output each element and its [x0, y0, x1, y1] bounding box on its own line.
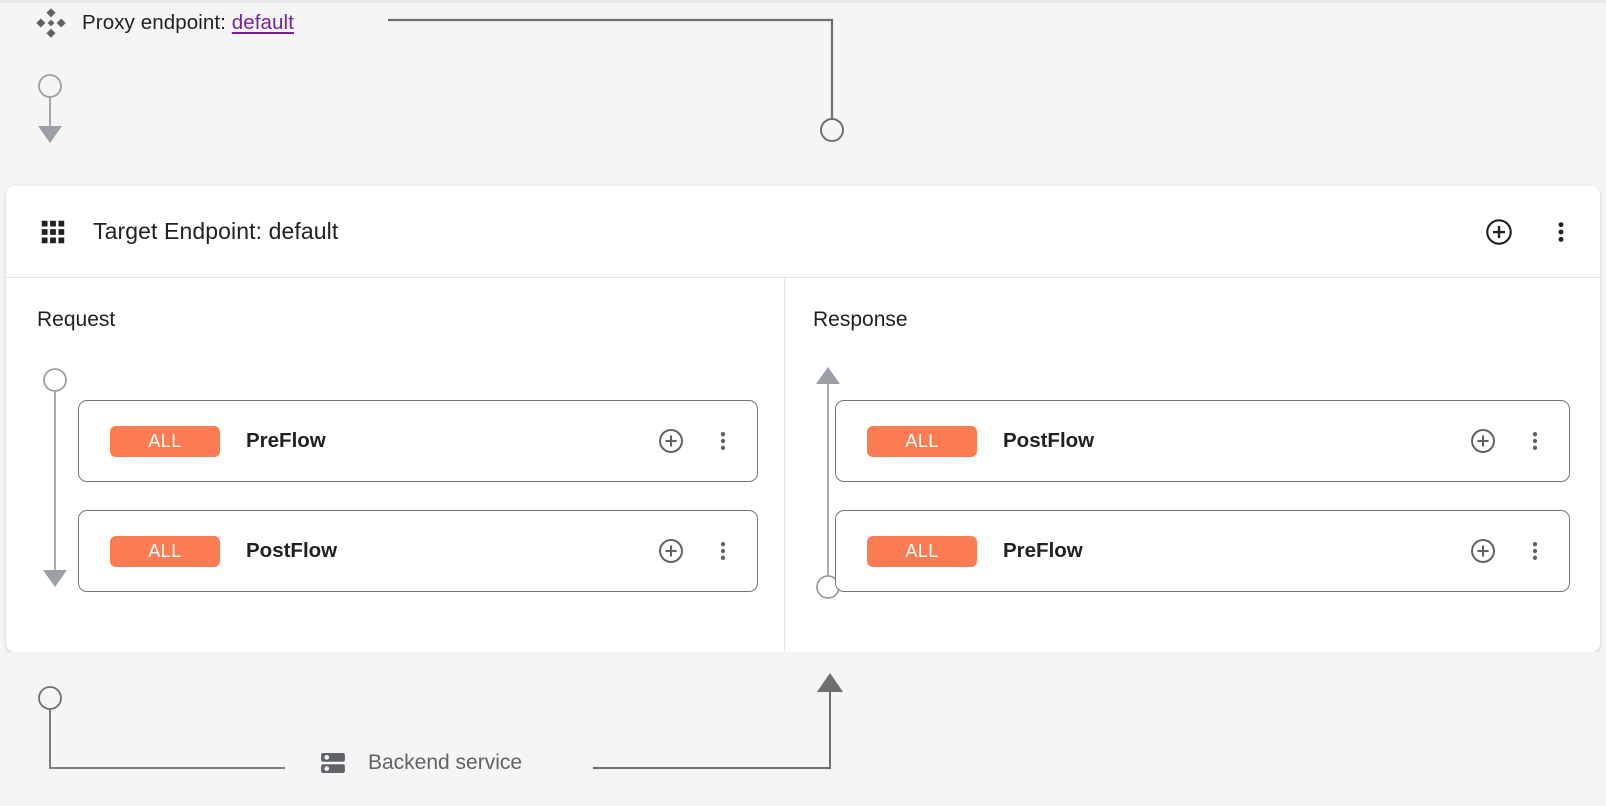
proxy-diamond-icon: [34, 6, 68, 40]
proxy-response-connector-line: [388, 18, 834, 119]
response-flow-list: ALL PostFlow: [835, 400, 1570, 592]
proxy-endpoint-link[interactable]: default: [231, 11, 294, 34]
target-endpoint-actions: [1484, 217, 1574, 247]
flow-row-actions: [657, 537, 735, 565]
proxy-endpoint-header: Proxy endpoint: default: [34, 6, 294, 40]
add-step-button[interactable]: [657, 537, 685, 565]
target-request-out-port: [38, 686, 62, 710]
flow-row[interactable]: ALL PostFlow: [835, 400, 1570, 482]
flow-row[interactable]: ALL PostFlow: [78, 510, 758, 592]
more-options-button[interactable]: [1548, 219, 1574, 245]
backend-request-connector-line: [49, 709, 285, 769]
flow-row[interactable]: ALL PreFlow: [78, 400, 758, 482]
response-rail-arrowhead: [816, 367, 840, 384]
backend-response-arrowhead: [817, 673, 843, 692]
target-endpoint-body: Request ALL PreFlow: [6, 278, 1600, 652]
request-rail-arrowhead: [43, 570, 67, 587]
proxy-endpoint-label-prefix: Proxy endpoint:: [82, 11, 226, 34]
row-more-options-button[interactable]: [1523, 539, 1547, 563]
top-divider: [0, 0, 1606, 3]
backend-service-label: Backend service: [368, 751, 523, 774]
add-policy-button[interactable]: [1484, 217, 1514, 247]
target-endpoint-title: Target Endpoint: default: [93, 218, 339, 244]
target-endpoint-card: Target Endpoint: default: [6, 186, 1600, 652]
flow-row-label: PostFlow: [246, 539, 338, 562]
backend-response-connector-line: [593, 692, 831, 769]
request-column-title: Request: [37, 308, 116, 331]
backend-service-node: Backend service: [318, 748, 522, 778]
grid-dots-icon: [38, 217, 68, 247]
add-step-button[interactable]: [1469, 537, 1497, 565]
request-column: Request ALL PreFlow: [6, 278, 785, 652]
server-stack-icon: [318, 748, 348, 778]
add-step-button[interactable]: [1469, 427, 1497, 455]
request-flow-list: ALL PreFlow: [78, 400, 758, 592]
flow-row-actions: [657, 427, 735, 455]
target-endpoint-header: Target Endpoint: default: [6, 186, 1600, 278]
row-more-options-button[interactable]: [711, 539, 735, 563]
flow-row[interactable]: ALL PreFlow: [835, 510, 1570, 592]
flow-row-actions: [1469, 537, 1547, 565]
status-badge: ALL: [110, 535, 220, 567]
add-step-button[interactable]: [657, 427, 685, 455]
flow-row-label: PreFlow: [246, 429, 326, 452]
backend-connectors: [38, 673, 843, 769]
status-badge: ALL: [867, 425, 977, 457]
response-column: Response ALL PostFlow: [785, 278, 1599, 652]
row-more-options-button[interactable]: [711, 429, 735, 453]
flow-row-actions: [1469, 427, 1547, 455]
request-rail-start-port: [43, 368, 67, 392]
proxy-endpoint-region: Proxy endpoint: default: [0, 0, 1606, 186]
flow-row-label: PostFlow: [1003, 429, 1095, 452]
flow-row-label: PreFlow: [1003, 539, 1083, 562]
backend-region: Backend service: [0, 652, 1606, 806]
response-column-title: Response: [813, 308, 908, 331]
proxy-endpoint-label: Proxy endpoint: default: [82, 11, 294, 35]
row-more-options-button[interactable]: [1523, 429, 1547, 453]
proxy-response-in-port: [820, 118, 844, 142]
status-badge: ALL: [110, 425, 220, 457]
status-badge: ALL: [867, 535, 977, 567]
proxy-request-arrowhead: [38, 126, 62, 143]
proxy-request-out-port: [38, 74, 62, 98]
